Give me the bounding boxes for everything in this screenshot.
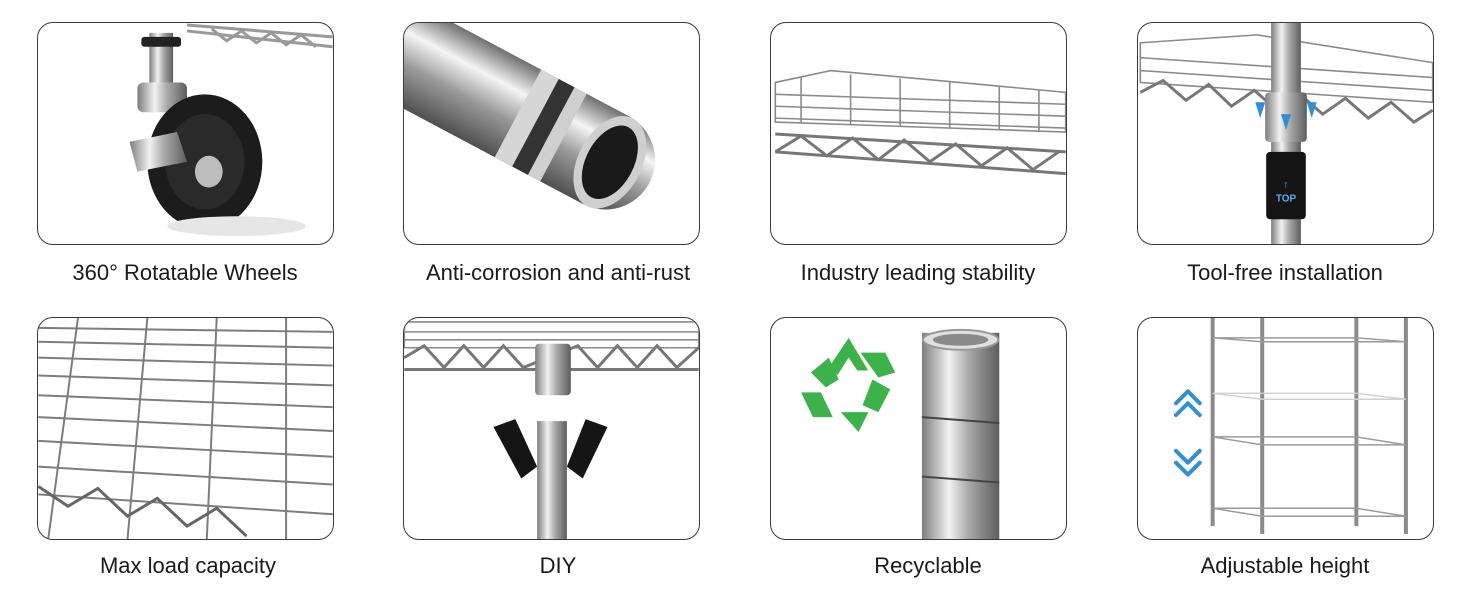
tube-cross-section-icon: [404, 23, 656, 210]
feature-label-toolfree: Tool-free installation: [1187, 260, 1383, 285]
feature-label-load: Max load capacity: [99, 553, 277, 578]
feature-label-recycle: Recyclable: [874, 553, 982, 578]
feature-card-diy: [403, 317, 700, 540]
connector-clips-icon: [404, 321, 699, 539]
feature-label-diy: DIY: [539, 553, 577, 578]
feature-card-toolfree: ↑ TOP: [1137, 22, 1434, 245]
feature-card-height: [1137, 317, 1434, 540]
feature-card-stability: [770, 22, 1067, 245]
wire-grid-icon: [38, 318, 333, 539]
feature-label-stability: Industry leading stability: [800, 260, 1036, 285]
feature-label-corrosion: Anti-corrosion and anti-rust: [425, 260, 691, 285]
feature-label-wheels: 360° Rotatable Wheels: [72, 260, 298, 285]
feature-card-recycle: [770, 317, 1067, 540]
caster-wheel-icon: [129, 23, 333, 237]
wire-shelf-icon: [774, 69, 1066, 176]
feature-card-load: [37, 317, 334, 540]
shelving-unit-icon: [1174, 318, 1408, 535]
svg-text:↑: ↑: [1284, 180, 1289, 191]
feature-card-wheels: [37, 22, 334, 245]
top-badge-text: TOP: [1276, 193, 1297, 204]
recycle-icon: [801, 328, 1000, 539]
pole-sleeve-icon: ↑ TOP: [1139, 23, 1433, 244]
feature-label-height: Adjustable height: [1200, 553, 1370, 578]
feature-card-corrosion: [403, 22, 700, 245]
